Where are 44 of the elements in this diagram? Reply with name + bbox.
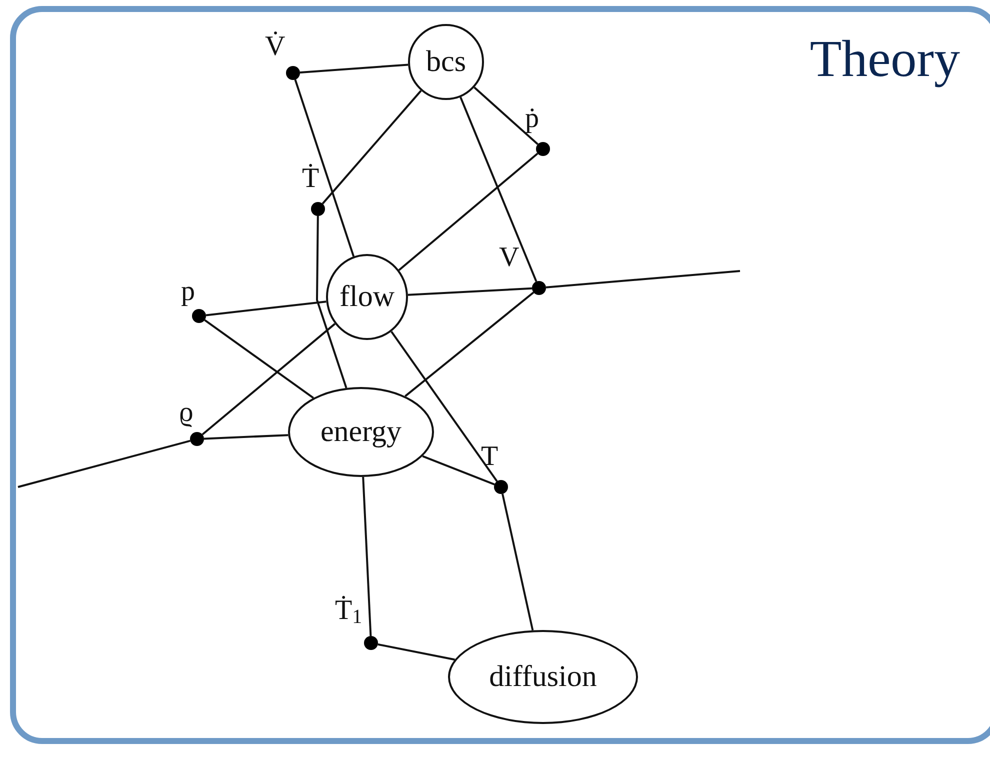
junction-dot: [536, 142, 550, 156]
connector-line: [18, 440, 190, 488]
connector-line: [300, 64, 408, 74]
node-label: diffusion: [489, 662, 597, 692]
connector-line: [294, 79, 355, 257]
connector-line: [322, 90, 422, 204]
junction-dot: [494, 480, 508, 494]
connector-line: [202, 323, 336, 436]
junction-dot: [190, 432, 204, 446]
variable-label: V̇: [265, 33, 286, 61]
connector-line: [460, 96, 538, 282]
variable-label: ϱ: [179, 399, 194, 427]
connector-line: [390, 331, 498, 482]
variable-label: ṗ: [525, 105, 539, 133]
node-label: energy: [320, 417, 402, 447]
variable-label: T: [481, 443, 498, 471]
connector-line: [546, 270, 740, 288]
connector-line: [408, 287, 532, 296]
connector-line: [422, 455, 495, 486]
junction-dot: [286, 66, 300, 80]
node-label: bcs: [426, 47, 466, 77]
process-ellipse: [326, 254, 408, 340]
junction-dot: [311, 202, 325, 216]
process-ellipse: [448, 630, 638, 724]
connector-line: [206, 300, 326, 316]
variable-label: Ṫ$_{1}$: [335, 597, 362, 627]
connector-line: [474, 86, 538, 146]
junction-dot: [364, 636, 378, 650]
connector-line: [316, 216, 348, 388]
junction-dot: [192, 309, 206, 323]
process-ellipse: [288, 387, 434, 477]
variable-label: V: [499, 244, 520, 272]
connector-line: [204, 319, 314, 399]
title: Theory: [810, 34, 960, 86]
variable-label: Ṫ: [302, 165, 320, 193]
connector-line: [378, 643, 455, 661]
connector-line: [362, 476, 372, 636]
connector-line: [398, 152, 538, 271]
variable-label: p: [181, 278, 195, 306]
junction-dot: [532, 281, 546, 295]
process-ellipse: [408, 24, 484, 100]
node-label: flow: [340, 282, 394, 312]
connector-line: [204, 434, 288, 440]
connector-line: [502, 494, 534, 631]
